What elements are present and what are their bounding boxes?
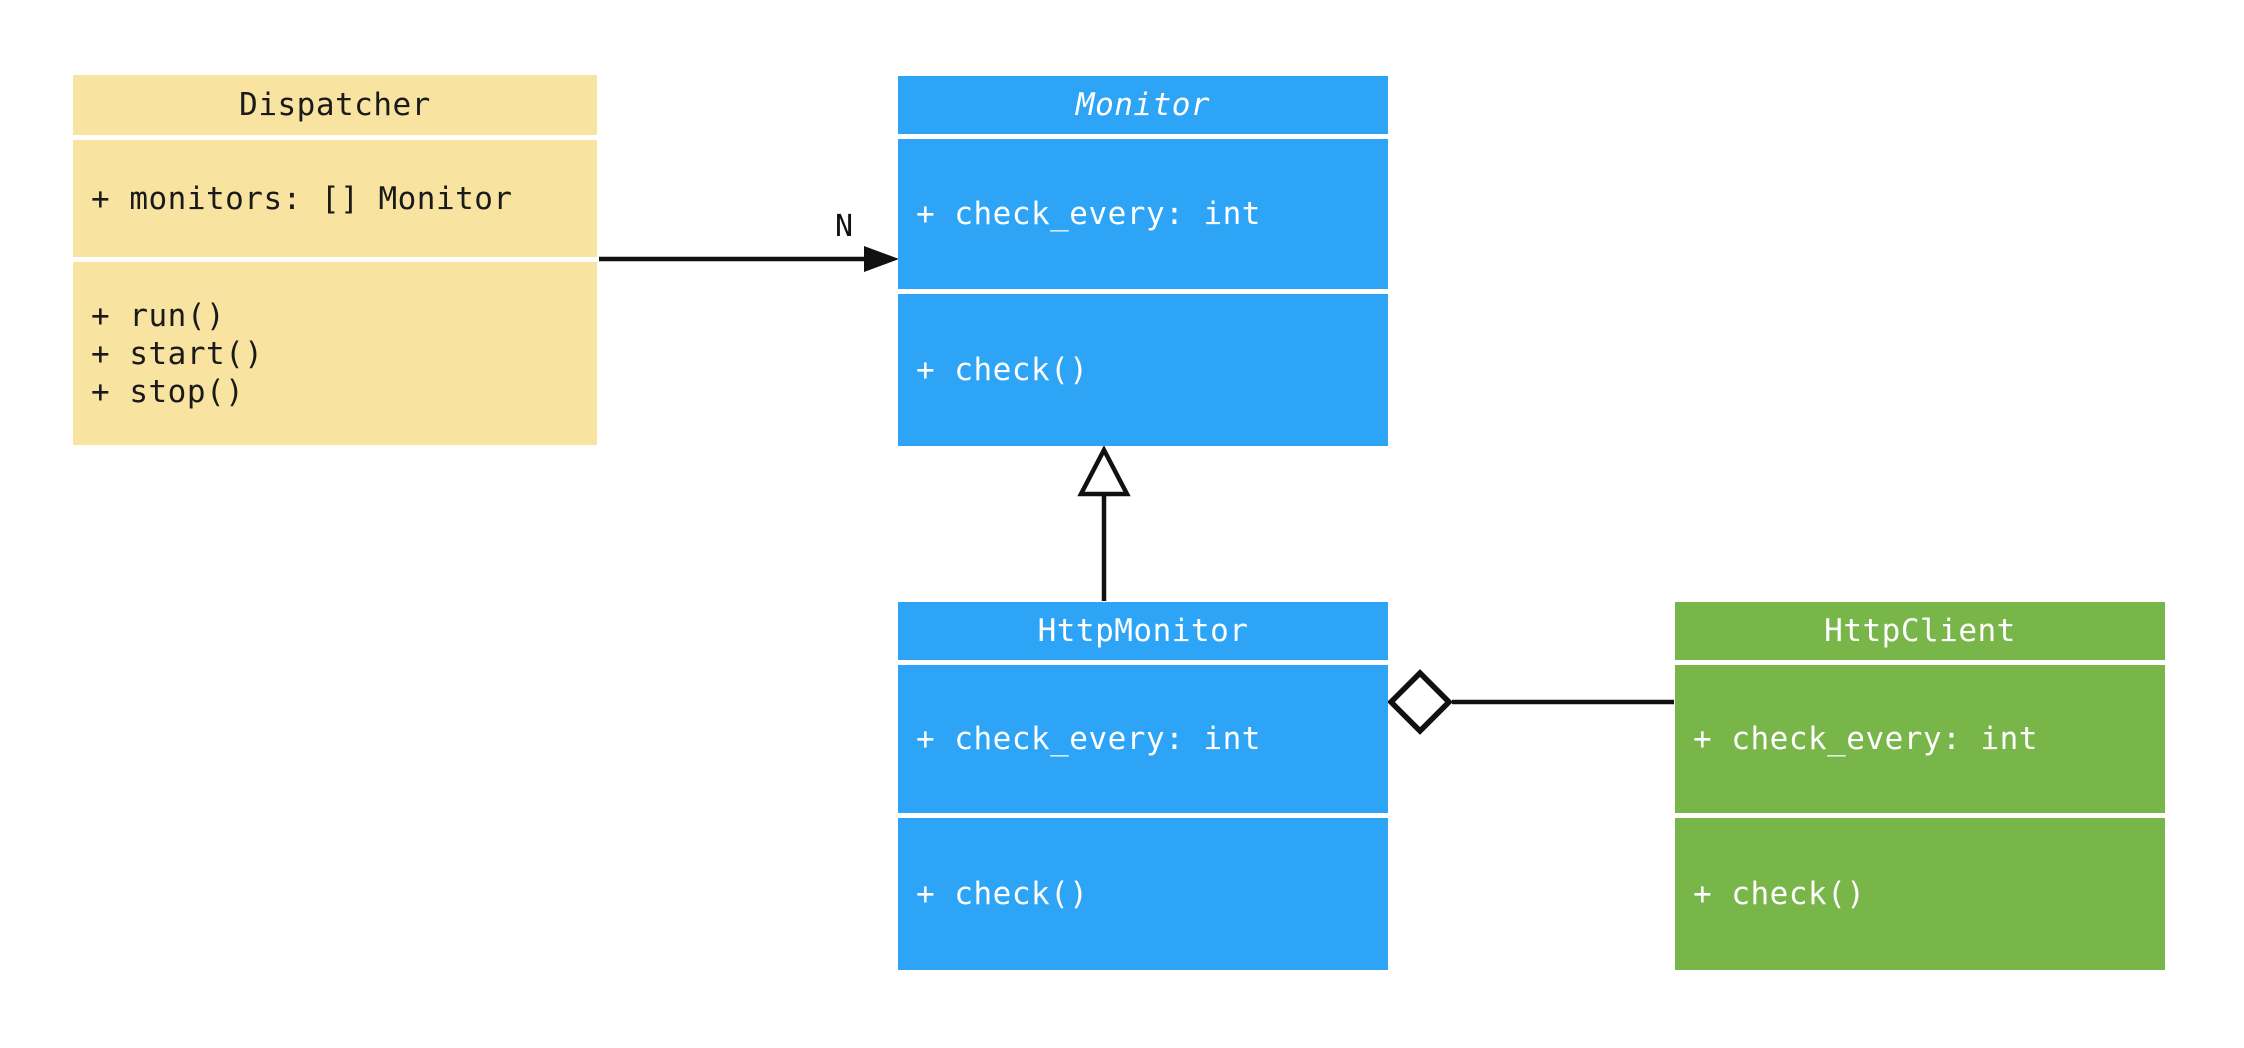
class-box-httpclient: HttpClient + check_every: int + check()	[1675, 602, 2165, 970]
class-methods-section: + check()	[1675, 818, 2165, 970]
attribute-line: + check_every: int	[1693, 721, 2038, 757]
method-line: + start()	[91, 335, 264, 372]
inheritance-triangle-icon	[1077, 445, 1131, 497]
class-methods-section: + run() + start() + stop()	[73, 262, 597, 445]
attribute-line: + check_every: int	[916, 721, 1261, 757]
class-title: Dispatcher	[73, 75, 597, 135]
association-multiplicity-label: N	[834, 209, 854, 244]
class-title: HttpClient	[1675, 602, 2165, 660]
class-box-monitor: Monitor + check_every: int + check()	[898, 76, 1388, 446]
class-title: Monitor	[898, 76, 1388, 134]
method-line: + check()	[916, 876, 1089, 912]
class-methods-section: + check()	[898, 818, 1388, 970]
class-attributes-section: + check_every: int	[898, 139, 1388, 289]
class-attributes-section: + monitors: [] Monitor	[73, 140, 597, 257]
association-arrowhead-icon	[864, 246, 899, 272]
aggregation-diamond-icon	[1387, 669, 1453, 735]
class-attributes-section: + check_every: int	[898, 665, 1388, 813]
class-box-dispatcher: Dispatcher + monitors: [] Monitor + run(…	[73, 75, 597, 445]
class-attributes-section: + check_every: int	[1675, 665, 2165, 813]
method-line: + run()	[91, 297, 226, 334]
class-box-httpmonitor: HttpMonitor + check_every: int + check()	[898, 602, 1388, 970]
class-methods-section: + check()	[898, 294, 1388, 446]
method-line: + check()	[1693, 876, 1866, 912]
method-line: + stop()	[91, 373, 245, 410]
class-title: HttpMonitor	[898, 602, 1388, 660]
attribute-line: + check_every: int	[916, 196, 1261, 232]
method-line: + check()	[916, 352, 1089, 388]
attribute-line: + monitors: [] Monitor	[91, 180, 513, 217]
